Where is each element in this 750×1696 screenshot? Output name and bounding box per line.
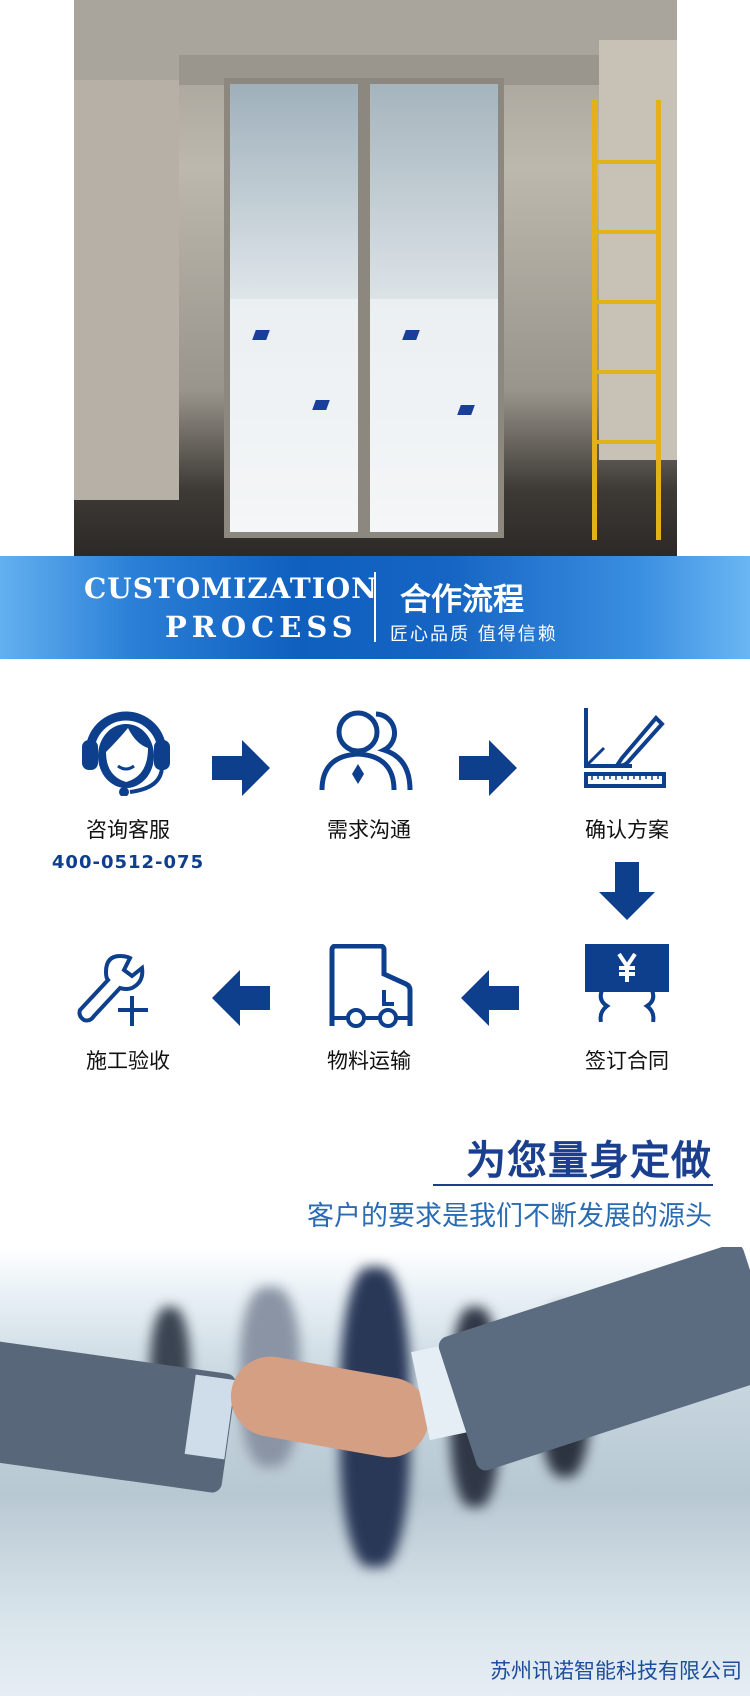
step-label-contract: 签订合同 — [585, 1049, 669, 1073]
wrench-plus-icon — [77, 953, 148, 1026]
headset-agent-icon — [82, 711, 170, 796]
company-name: 苏州讯诺智能科技有限公司 — [490, 1659, 742, 1683]
banner-en-line2: PROCESS — [165, 610, 358, 644]
tailor-subtitle: 客户的要求是我们不断发展的源头 — [307, 1201, 712, 1232]
truck-icon — [329, 944, 413, 1028]
users-icon — [319, 710, 413, 791]
step-label-confirm: 确认方案 — [585, 818, 669, 842]
banner-en-line1: CUSTOMIZATION — [84, 572, 378, 605]
arrow-down-icon — [599, 862, 655, 920]
hotline-number[interactable]: 400-0512-075 — [51, 852, 205, 873]
product-photo-air-shower — [74, 0, 677, 556]
yuan-contract-icon — [585, 944, 669, 1022]
tailor-title: 为您量身定做 — [466, 1138, 712, 1184]
step-label-consult: 咨询客服 — [86, 818, 170, 842]
tailor-divider — [433, 1184, 713, 1186]
handshake-photo — [0, 1247, 750, 1696]
banner-divider — [374, 572, 376, 642]
arrow-left-icon — [461, 970, 519, 1026]
step-label-communicate: 需求沟通 — [327, 818, 411, 842]
step-label-transport: 物料运输 — [327, 1049, 411, 1073]
process-banner: CUSTOMIZATION PROCESS 合作流程 匠心品质 值得信赖 — [0, 556, 750, 659]
step-label-construction: 施工验收 — [86, 1049, 170, 1073]
banner-cn-title: 合作流程 — [400, 582, 524, 618]
ruler-pencil-icon — [584, 708, 666, 788]
arrow-left-icon — [212, 970, 270, 1026]
arrow-right-icon — [212, 740, 270, 796]
banner-cn-subtitle: 匠心品质 值得信赖 — [390, 624, 558, 645]
arrow-right-icon — [459, 740, 517, 796]
